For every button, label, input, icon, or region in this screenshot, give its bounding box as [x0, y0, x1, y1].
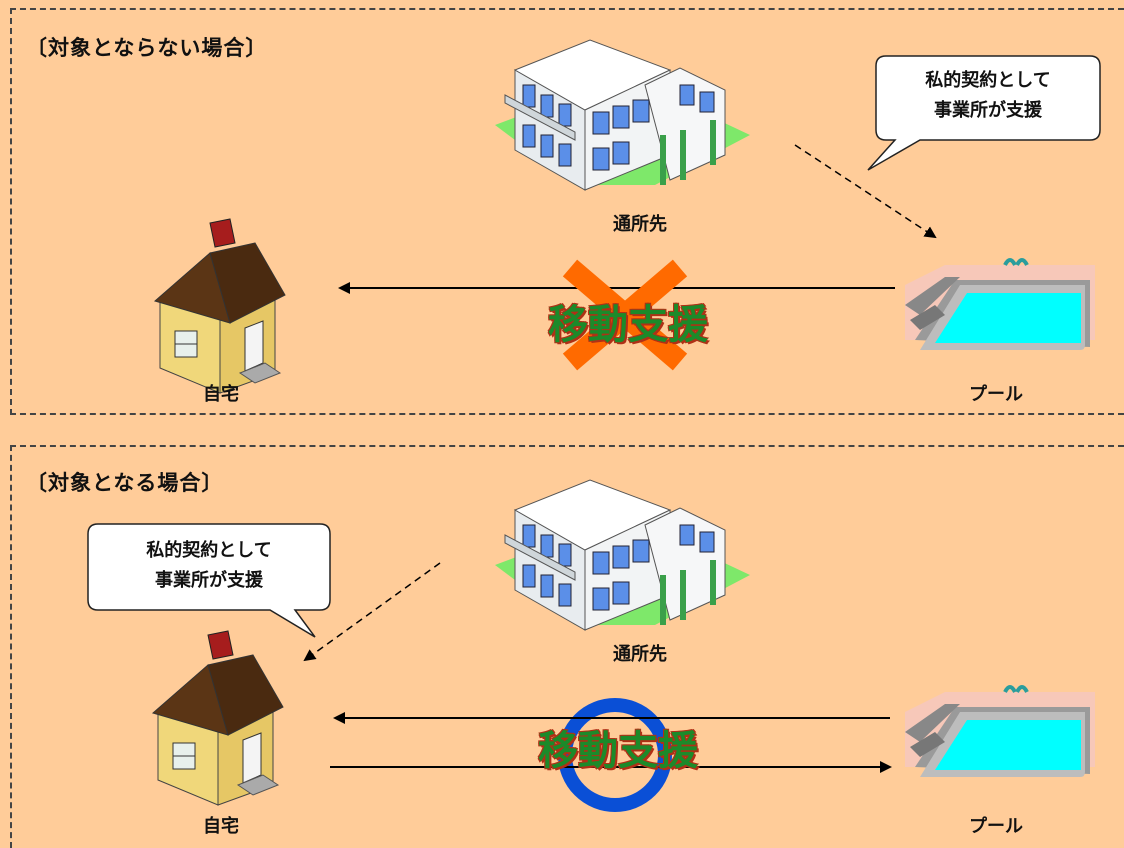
- dashed-arrow: [794, 144, 937, 239]
- home-house-icon: [154, 218, 286, 394]
- panel-not-covered: 〔対象とならない場合〕: [10, 8, 1124, 415]
- speech-bubble: [867, 55, 1101, 171]
- bubble-text: 私的契約として 事業所が支援: [146, 536, 271, 596]
- circle-mark-icon: [558, 698, 672, 812]
- home-house-icon: [152, 630, 284, 806]
- cross-mark-icon: [562, 259, 688, 371]
- bubble-line-1: 私的契約として: [146, 540, 272, 561]
- bubble-line-2: 事業所が支援: [934, 100, 1042, 121]
- facility-building-icon: [494, 39, 751, 191]
- bubble-text: 私的契約として 事業所が支援: [925, 66, 1050, 126]
- bubble-line-2: 事業所が支援: [155, 570, 263, 591]
- pool-icon: [903, 258, 1097, 352]
- panel-title: 〔対象となる場合〕: [26, 471, 224, 495]
- pool-label: プール: [969, 816, 1023, 837]
- movement-support-label: 移動支援: [548, 302, 708, 348]
- facility-label: 通所先: [613, 214, 667, 235]
- home-label: 自宅: [203, 384, 239, 405]
- speech-bubble: [87, 523, 331, 638]
- panel-title: 〔対象とならない場合〕: [26, 36, 268, 60]
- pool-icon: [903, 685, 1097, 779]
- dashed-arrow: [303, 562, 441, 662]
- home-label: 自宅: [203, 816, 239, 837]
- facility-label: 通所先: [613, 644, 667, 665]
- panel-covered: 〔対象となる場合〕: [10, 445, 1124, 848]
- movement-support-label: 移動支援: [538, 728, 698, 774]
- facility-building-icon: [494, 479, 751, 631]
- bubble-line-1: 私的契約として: [925, 70, 1051, 91]
- pool-label: プール: [969, 384, 1023, 405]
